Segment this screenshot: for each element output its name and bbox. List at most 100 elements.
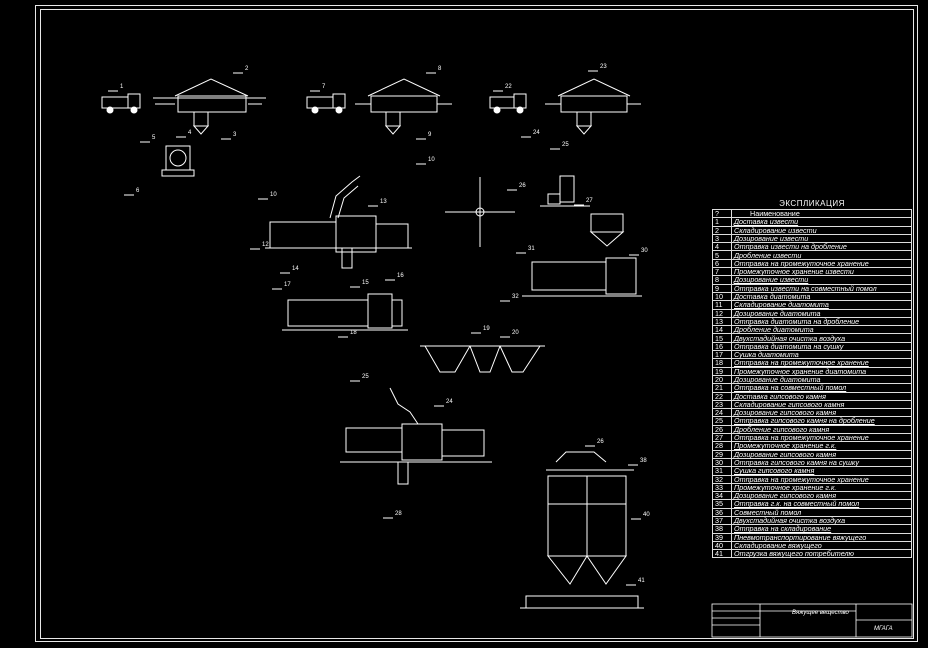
row-number: 14 (712, 325, 732, 335)
row-description: Отправка на промежуточное хранение (731, 432, 912, 443)
row-description: Отправка извести на совместный помол (731, 283, 912, 293)
row-description: Дозирование гипсового камня (731, 491, 912, 501)
row-description: Доставка гипсового камня (731, 391, 912, 401)
callout-number: 38 (640, 458, 647, 464)
row-number: 6 (712, 258, 732, 269)
row-description: Двухстадийная очистка воздуха (731, 333, 912, 343)
row-number: 29 (712, 449, 732, 459)
row-description: Дозирование гипсового камня (731, 449, 912, 459)
row-number: 39 (712, 532, 732, 542)
title-block-lines (711, 603, 913, 638)
callout-number: 18 (350, 330, 357, 336)
row-description: Дробление диатомита (731, 325, 912, 335)
joint-mill-icon (340, 387, 492, 485)
callout-number: 20 (512, 330, 519, 336)
callout-number: 9 (428, 132, 432, 138)
row-number: 24 (712, 408, 732, 418)
row-number: 15 (712, 333, 732, 343)
callout-number: 31 (528, 246, 535, 252)
row-description: Дозирование извести (731, 275, 912, 285)
callout-number: 26 (519, 183, 526, 189)
gypsum-crusher-icon (540, 175, 590, 207)
explication-header-row: ?Наименование (712, 208, 912, 219)
drawing-title: Вяжущее вещество (792, 610, 849, 616)
row-number: 37 (712, 515, 732, 526)
row-description: Дробление извести (731, 250, 912, 260)
row-number: 18 (712, 358, 732, 368)
row-description: Отправка на складирование (731, 524, 912, 534)
callout-numbers: 1234567891022232425262730313210121314151… (108, 64, 650, 586)
callout-number: 25 (562, 142, 569, 148)
row-description: Дробление гипсового камня (731, 424, 912, 435)
callout-number: 14 (292, 266, 299, 272)
gypsum-hopper-icon (589, 213, 625, 247)
row-number: 22 (712, 391, 732, 401)
row-number: 31 (712, 466, 732, 476)
callout-number: 3 (233, 132, 237, 138)
callout-number: 13 (380, 199, 387, 205)
row-description: Двухстадийная очистка воздуха (731, 515, 912, 526)
callout-number: 41 (638, 578, 645, 584)
row-number: 33 (712, 482, 732, 493)
row-number: 2 (712, 225, 732, 235)
row-description: Дозирование диатомита (731, 308, 912, 318)
callout-number: 19 (483, 326, 490, 332)
row-number: 16 (712, 341, 732, 352)
row-number: 30 (712, 457, 732, 468)
callout-number: 25 (362, 374, 369, 380)
diatomite-delivery-truck-icon (306, 93, 346, 114)
header-name: Наименование (731, 208, 912, 219)
callout-number: 24 (533, 130, 540, 136)
callout-number: 28 (395, 511, 402, 517)
row-description: Промежуточное хранение г.к. (731, 482, 912, 493)
row-description: Складирование вяжущего (731, 540, 912, 551)
row-description: Складирование гипсового камня (731, 399, 912, 410)
callout-number: 7 (322, 84, 326, 90)
callout-number: 15 (362, 280, 369, 286)
row-description: Отправка г.к. на совместный помол (731, 499, 912, 509)
row-description: Сушка гипсового камня (731, 466, 912, 476)
row-description: Дозирование гипсового камня (731, 408, 912, 418)
outer-frame (35, 5, 918, 642)
row-number: 34 (712, 491, 732, 501)
row-number: 10 (712, 291, 732, 302)
row-number: 25 (712, 416, 732, 426)
row-number: 28 (712, 441, 732, 451)
row-description: Отправка гипсового камня на дробление (731, 416, 912, 426)
row-description: Отправка на промежуточное хранение (731, 474, 912, 484)
diatomite-drier-icon (282, 293, 408, 331)
row-number: 8 (712, 275, 732, 285)
row-description: Промежуточное хранение г.к. (731, 441, 912, 451)
row-description: Промежуточное хранение диатомита (731, 366, 912, 376)
organization-label: МГАГА (874, 626, 893, 632)
row-number: 21 (712, 383, 732, 393)
row-description: Промежуточное хранение извести (731, 267, 912, 277)
center-crosshair-icon (445, 177, 515, 247)
gypsum-delivery-truck-icon (489, 93, 527, 114)
callout-number: 32 (512, 294, 519, 300)
